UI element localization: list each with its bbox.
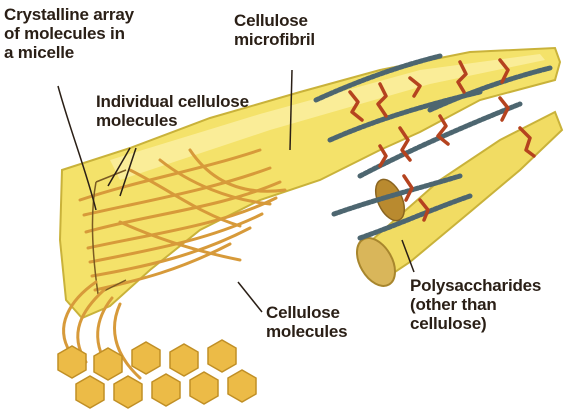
glucose-units [58,340,256,408]
label-individual-molecules: Individual cellulose molecules [96,92,249,130]
label-polysaccharides: Polysaccharides (other than cellulose) [410,276,541,333]
label-crystalline-array: Crystalline array of molecules in a mice… [4,5,134,62]
label-line: of molecules in [4,24,134,43]
label-line: molecules [266,322,347,341]
label-line: cellulose) [410,314,541,333]
glucose-icon [58,346,86,378]
label-line: Polysaccharides [410,276,541,295]
glucose-icon [94,348,122,380]
label-line: Individual cellulose [96,92,249,111]
glucose-icon [152,374,180,406]
glucose-icon [228,370,256,402]
glucose-icon [132,342,160,374]
label-line: Cellulose [266,303,347,322]
glucose-icon [208,340,236,372]
glucose-icon [76,376,104,408]
label-line: microfibril [234,30,315,49]
label-line: a micelle [4,43,134,62]
label-line: Cellulose [234,11,315,30]
pointer-cellulose-molecules [238,282,262,312]
glucose-icon [190,372,218,404]
label-line: molecules [96,111,249,130]
crosslink [404,176,412,200]
label-line: (other than [410,295,541,314]
label-cellulose-microfibril: Cellulose microfibril [234,11,315,49]
glucose-icon [114,376,142,408]
glucose-icon [170,344,198,376]
label-line: Crystalline array [4,5,134,24]
label-cellulose-molecules: Cellulose molecules [266,303,347,341]
